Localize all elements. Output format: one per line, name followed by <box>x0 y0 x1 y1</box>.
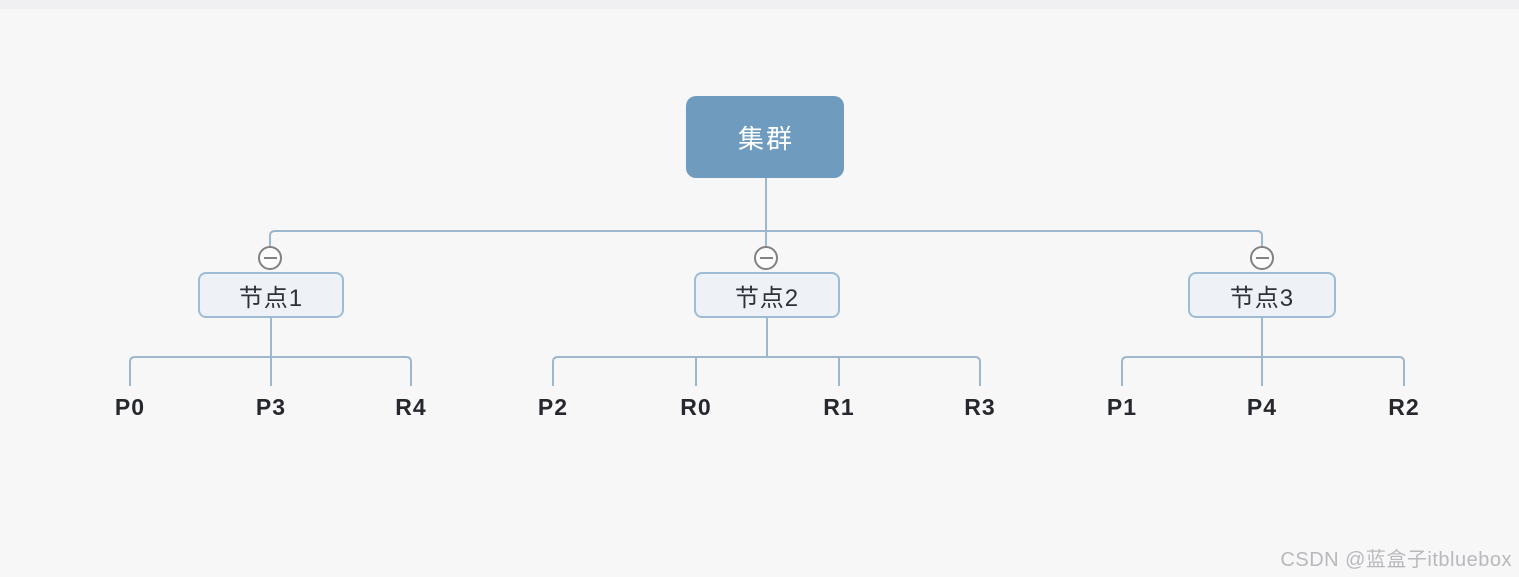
leaf-label[interactable]: P0 <box>114 394 146 420</box>
minus-glyph <box>759 257 773 259</box>
top-edge-band <box>0 0 1519 9</box>
leaf-label[interactable]: R0 <box>680 394 712 420</box>
leaf-label[interactable]: R3 <box>964 394 996 420</box>
branch-node-2[interactable]: 节点2 <box>694 272 840 318</box>
leaf-label[interactable]: P4 <box>1246 394 1278 420</box>
leaf-label[interactable]: R4 <box>395 394 427 420</box>
root-node-label: 集群 <box>737 123 794 154</box>
branch-node-3-label: 节点3 <box>1229 284 1295 312</box>
leaf-label[interactable]: P2 <box>537 394 569 420</box>
branch-node-1[interactable]: 节点1 <box>198 272 344 318</box>
minus-glyph <box>1255 257 1269 259</box>
leaf-label[interactable]: P1 <box>1106 394 1138 420</box>
watermark: CSDN @蓝盒子itbluebox <box>1280 549 1512 571</box>
collapse-icon-node3[interactable] <box>1250 246 1274 270</box>
leaf-label[interactable]: P3 <box>255 394 287 420</box>
leaf-label[interactable]: R1 <box>823 394 855 420</box>
branch-node-3[interactable]: 节点3 <box>1188 272 1336 318</box>
collapse-icon-node1[interactable] <box>258 246 282 270</box>
minus-glyph <box>263 257 277 259</box>
branch-node-2-label: 节点2 <box>734 284 800 312</box>
branch-node-1-label: 节点1 <box>238 284 304 312</box>
collapse-icon-node2[interactable] <box>754 246 778 270</box>
leaf-label[interactable]: R2 <box>1388 394 1420 420</box>
root-node-cluster[interactable]: 集群 <box>686 96 844 178</box>
